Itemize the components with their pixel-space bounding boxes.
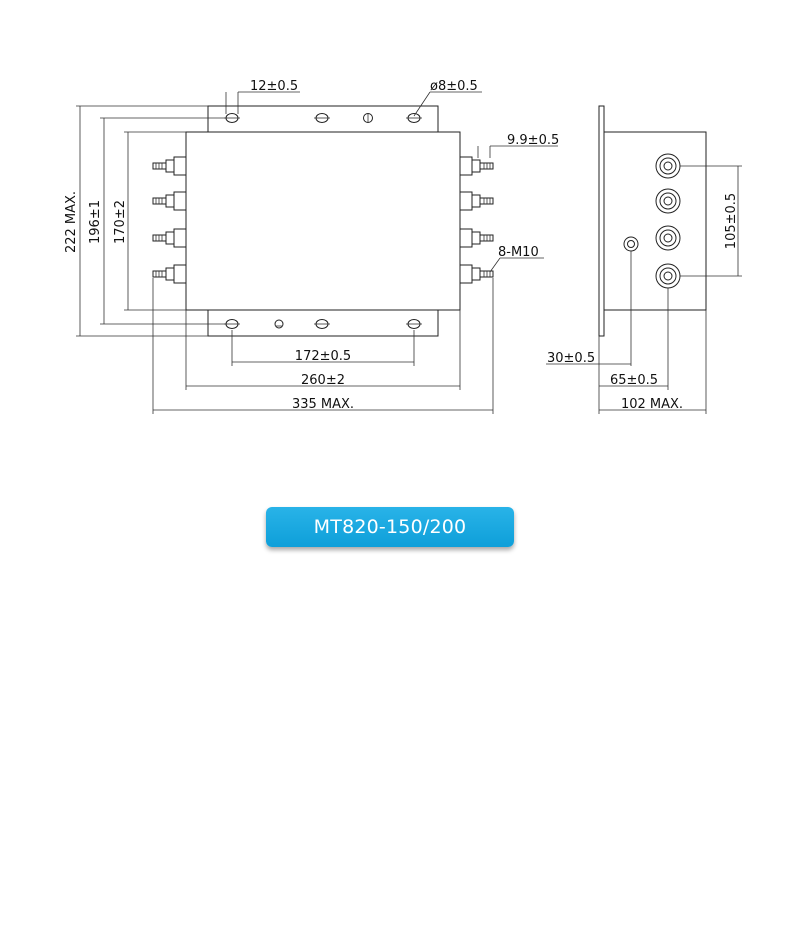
label-terminal-offset: 9.9±0.5 — [507, 133, 559, 148]
dim-height-mount: 196±1 — [88, 117, 226, 325]
label-height-mount: 196±1 — [88, 200, 103, 244]
filter-body — [185, 131, 461, 311]
side-plate — [598, 105, 605, 337]
label-body-width: 260±2 — [301, 373, 345, 388]
dim-hole-diameter: ø8±0.5 — [413, 79, 482, 117]
model-label-badge: MT820-150/200 — [266, 507, 514, 547]
side-view: 105±0.5 30±0.5 65±0.5 102 MAX. — [546, 105, 742, 414]
right-terminals — [459, 156, 494, 284]
label-height-max: 222 MAX. — [64, 191, 79, 253]
dim-body-width: 260±2 — [185, 310, 461, 390]
label-hole-spacing: 172±0.5 — [295, 349, 351, 364]
front-view: 12±0.5 ø8±0.5 9.9±0.5 8-M10 222 MAX. — [64, 79, 559, 414]
dim-height-body: 170±2 — [113, 131, 186, 311]
label-terminal-spacing: 105±0.5 — [724, 193, 739, 249]
label-hole-offset: 12±0.5 — [250, 79, 298, 94]
dim-side-terminal-offset: 65±0.5 — [598, 288, 669, 414]
model-label-text: MT820-150/200 — [313, 516, 467, 538]
dim-terminal-offset: 9.9±0.5 — [477, 133, 559, 158]
label-side-terminal-offset: 65±0.5 — [610, 373, 658, 388]
dim-ground-offset: 30±0.5 — [546, 251, 632, 366]
label-hole-diameter: ø8±0.5 — [430, 79, 478, 94]
label-height-body: 170±2 — [113, 200, 128, 244]
dim-overall-width: 335 MAX. — [152, 278, 494, 414]
dim-terminal-spacing: 105±0.5 — [680, 165, 742, 277]
side-body — [603, 131, 707, 311]
dim-hole-spacing: 172±0.5 — [231, 330, 415, 366]
label-ground-offset: 30±0.5 — [547, 351, 595, 366]
dim-terminal-thread: 8-M10 — [489, 245, 544, 273]
left-terminals — [152, 156, 187, 284]
label-side-depth: 102 MAX. — [621, 397, 683, 412]
dim-side-depth: 102 MAX. — [599, 310, 707, 414]
dim-hole-offset: 12±0.5 — [225, 79, 300, 114]
ground-screw-bottom — [274, 319, 284, 329]
label-overall-width: 335 MAX. — [292, 397, 354, 412]
label-terminal-thread: 8-M10 — [498, 245, 539, 260]
ground-screw-top — [363, 113, 373, 123]
